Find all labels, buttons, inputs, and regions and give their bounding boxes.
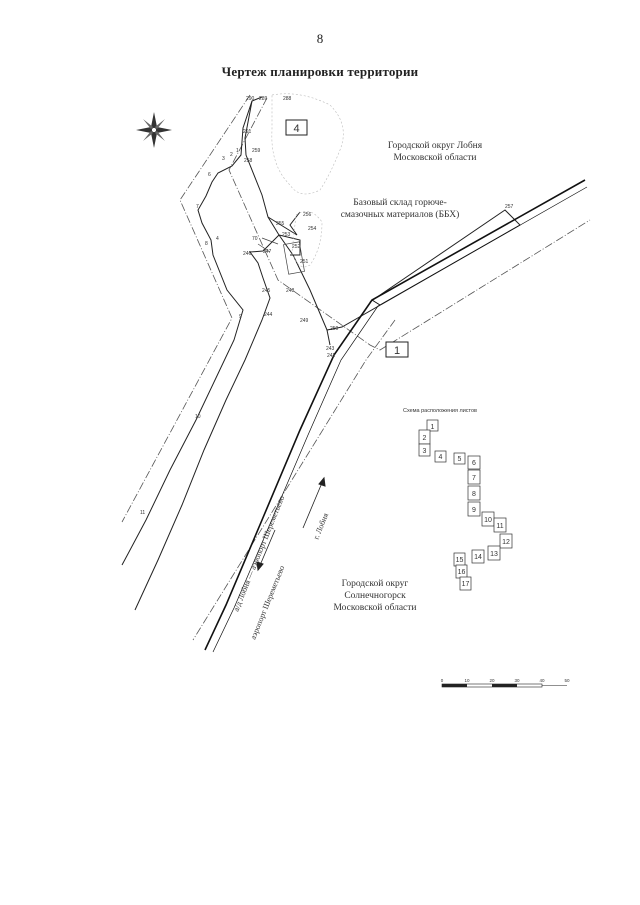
warehouse-structures xyxy=(257,237,305,275)
arrow-down-icon xyxy=(256,529,276,572)
svg-text:10: 10 xyxy=(484,517,492,524)
svg-text:4: 4 xyxy=(439,454,443,461)
svg-text:251: 251 xyxy=(300,259,309,265)
svg-text:12: 12 xyxy=(502,539,510,546)
label-lobnya-1: Городской округ Лобня xyxy=(388,140,483,151)
label-solnech-3: Московской области xyxy=(333,602,416,613)
svg-text:2: 2 xyxy=(230,152,233,158)
label-warehouse-2: смазочных материалов (ББХ) xyxy=(341,209,460,220)
svg-text:40: 40 xyxy=(539,678,545,683)
svg-text:6: 6 xyxy=(472,460,476,467)
svg-text:11: 11 xyxy=(496,523,503,530)
svg-text:255: 255 xyxy=(276,221,285,227)
svg-text:16: 16 xyxy=(458,569,466,576)
svg-text:2: 2 xyxy=(423,435,427,442)
svg-text:1: 1 xyxy=(431,424,435,431)
zone-box-1: 1 xyxy=(385,341,409,358)
label-solnech-1: Городской округ xyxy=(342,578,409,589)
svg-text:1: 1 xyxy=(236,148,239,154)
svg-text:289: 289 xyxy=(259,96,268,102)
svg-text:10: 10 xyxy=(464,678,470,683)
svg-text:13: 13 xyxy=(490,551,498,558)
svg-text:15: 15 xyxy=(456,557,464,564)
svg-text:249: 249 xyxy=(300,318,309,324)
svg-text:291: 291 xyxy=(243,129,252,135)
svg-text:5: 5 xyxy=(458,456,462,463)
svg-text:258: 258 xyxy=(244,158,253,164)
svg-text:1: 1 xyxy=(394,345,400,357)
svg-text:288: 288 xyxy=(283,96,292,102)
svg-text:257: 257 xyxy=(505,204,514,210)
scale-bar: 0 10 20 30 40 50 xyxy=(441,678,570,688)
page-number: 8 xyxy=(316,31,324,46)
road-label-1: а/д Лобня — аэропорт Шереметьево xyxy=(232,494,287,612)
svg-text:243: 243 xyxy=(326,346,335,352)
svg-text:3: 3 xyxy=(423,448,427,455)
svg-text:254: 254 xyxy=(308,226,317,232)
svg-text:30: 30 xyxy=(514,678,520,683)
svg-text:8: 8 xyxy=(205,241,208,247)
svg-text:259: 259 xyxy=(252,148,261,154)
svg-text:256: 256 xyxy=(303,212,312,218)
svg-text:244: 244 xyxy=(264,312,273,318)
svg-text:17: 17 xyxy=(462,581,470,588)
boundary-lines xyxy=(121,94,591,641)
svg-text:7: 7 xyxy=(472,475,476,482)
svg-text:11: 11 xyxy=(140,510,145,516)
svg-text:8: 8 xyxy=(472,491,476,498)
sheet-scheme: Схема расположения листов xyxy=(403,408,513,591)
svg-text:10: 10 xyxy=(195,414,201,420)
zone-box-4: 4 xyxy=(285,119,308,136)
terrain-patches xyxy=(271,93,344,268)
svg-text:4: 4 xyxy=(216,236,219,242)
label-warehouse-1: Базовый склад горюче- xyxy=(353,197,447,208)
arrow-up-icon xyxy=(302,476,326,529)
svg-text:20: 20 xyxy=(489,678,495,683)
svg-text:0: 0 xyxy=(441,678,444,683)
svg-text:250: 250 xyxy=(330,326,339,332)
label-solnech-2: Солнечногорск xyxy=(344,591,406,601)
svg-text:9: 9 xyxy=(239,314,242,320)
svg-text:253: 253 xyxy=(282,232,291,238)
road-label-3: г. Лобня xyxy=(312,511,331,540)
svg-text:290: 290 xyxy=(246,96,255,102)
svg-text:252: 252 xyxy=(292,244,301,250)
svg-text:4: 4 xyxy=(293,123,299,135)
sheet-scheme-title: Схема расположения листов xyxy=(403,408,477,414)
svg-text:7: 7 xyxy=(196,204,199,210)
svg-text:14: 14 xyxy=(474,554,482,561)
svg-text:245: 245 xyxy=(262,288,271,294)
svg-text:6: 6 xyxy=(208,172,211,178)
svg-text:242: 242 xyxy=(327,353,336,359)
svg-text:50: 50 xyxy=(564,678,570,683)
page-title: Чертеж планировки территории xyxy=(221,64,419,79)
svg-text:247: 247 xyxy=(263,249,272,255)
svg-text:9: 9 xyxy=(472,507,476,514)
svg-text:3: 3 xyxy=(222,156,225,162)
compass-rose-icon xyxy=(136,112,172,148)
road xyxy=(204,179,588,653)
svg-text:248: 248 xyxy=(286,288,295,294)
point-labels: 290 289 288 291 259 258 257 256 255 254 … xyxy=(140,96,514,516)
svg-text:70: 70 xyxy=(252,236,258,242)
svg-text:246: 246 xyxy=(243,251,252,257)
label-lobnya-2: Московской области xyxy=(393,152,476,163)
